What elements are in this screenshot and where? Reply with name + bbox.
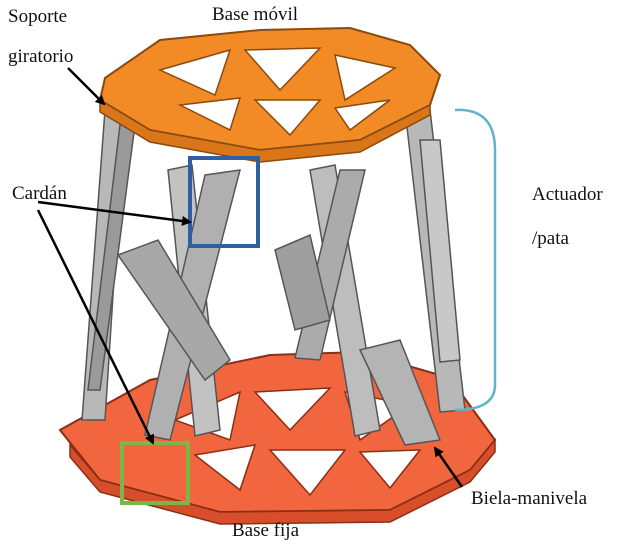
label-actuator-line2: /pata <box>532 228 569 249</box>
moving-base-cutouts <box>157 47 397 137</box>
arrow-crank-rod <box>433 446 464 488</box>
label-crank-rod: Biela-manivela <box>471 488 588 509</box>
arrow-universal-joint-bottom <box>36 209 155 445</box>
moving-base-platform <box>98 26 442 163</box>
label-fixed-base: Base fija <box>232 520 300 541</box>
label-swivel-support-line2: giratorio <box>8 46 74 67</box>
label-arrows <box>36 67 464 488</box>
universal-joint-highlight-bottom <box>120 441 190 505</box>
label-actuator-line1: Actuador <box>532 184 603 205</box>
actuator-brace <box>454 108 497 412</box>
label-universal-joint: Cardán <box>12 183 67 204</box>
label-swivel-support-line1: Soporte <box>8 6 68 27</box>
arrow-universal-joint-top <box>37 200 192 226</box>
arrow-swivel-support <box>67 67 106 106</box>
universal-joint-highlight-top <box>188 156 260 248</box>
actuator-legs <box>81 107 466 446</box>
label-moving-base: Base móvil <box>212 4 299 25</box>
